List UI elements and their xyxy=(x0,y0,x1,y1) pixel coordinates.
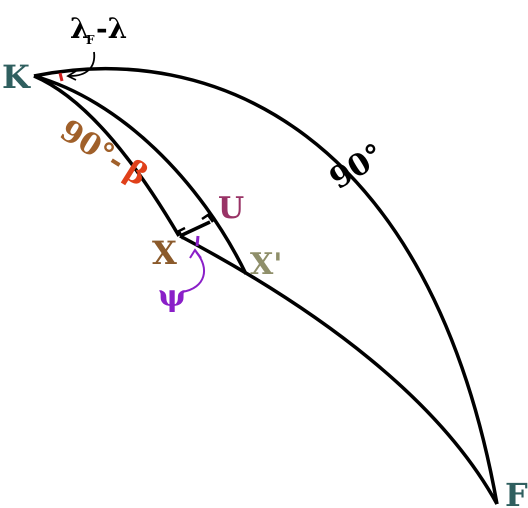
label-minus-lambda: -λ xyxy=(96,12,127,45)
label-X-prime: X' xyxy=(250,247,282,282)
right-angle-icon-X xyxy=(177,226,186,240)
label-U: U xyxy=(218,191,244,226)
arc-X-U xyxy=(179,220,211,238)
arc-K-F xyxy=(33,66,499,505)
label-psi: ψ xyxy=(158,279,186,314)
label-90-degrees: 90° xyxy=(324,137,391,197)
label-lambda-F-subscript: F xyxy=(86,33,95,47)
arc-K-Xprime xyxy=(33,74,248,275)
psi-angle-mark xyxy=(195,235,200,247)
arrowhead-psi xyxy=(189,248,202,259)
right-angle-icon-U xyxy=(201,213,215,223)
small-angle-mark-K xyxy=(58,72,64,82)
label-90-minus: 90°- xyxy=(54,113,131,179)
label-X: X xyxy=(152,234,177,272)
label-K: K xyxy=(2,58,31,96)
arrowhead-lambda xyxy=(66,70,77,81)
arc-K-X xyxy=(33,74,181,237)
curved-arrow-icon-lambda xyxy=(69,51,96,77)
label-lambda-F: λ xyxy=(70,12,90,45)
label-90-minus-beta: 90°- β xyxy=(54,113,154,194)
label-F: F xyxy=(505,476,528,508)
arc-X-F xyxy=(179,234,499,505)
